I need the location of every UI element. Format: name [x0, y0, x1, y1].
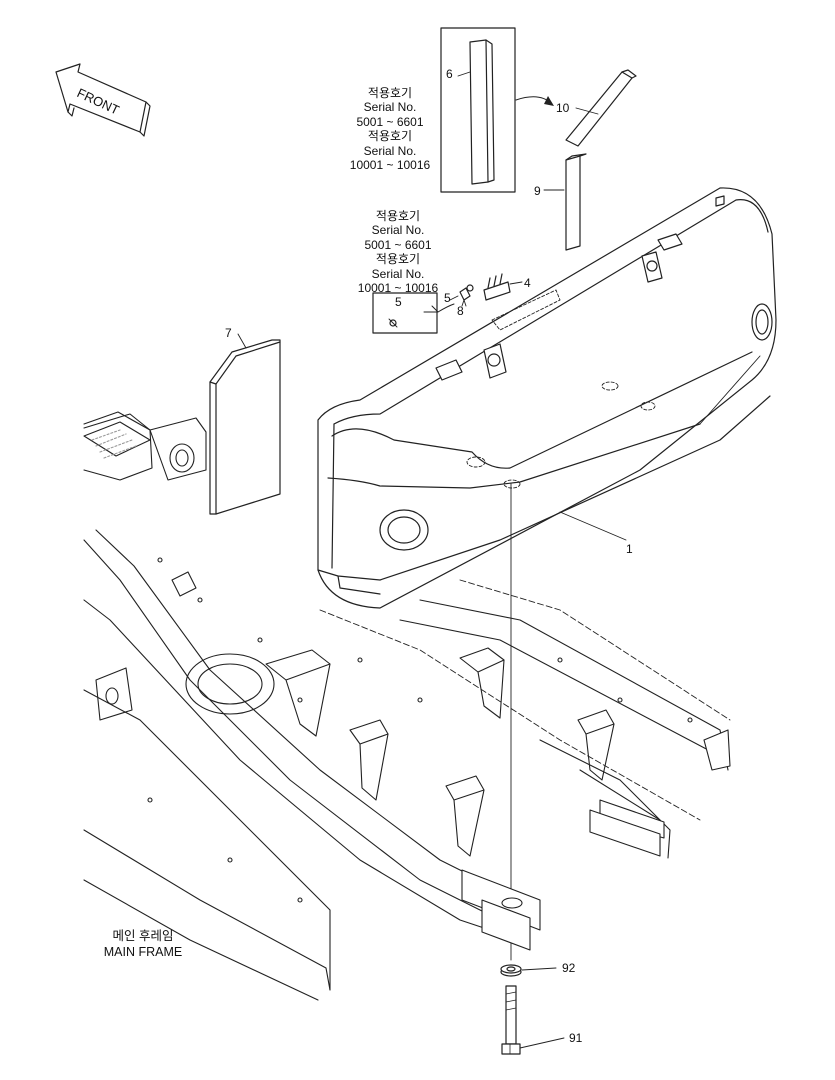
part-4-bracket — [483, 273, 523, 301]
serial-note-top-line4: 적용호기 — [367, 129, 413, 144]
callout-92: 92 — [562, 961, 576, 975]
part-91-bolt — [501, 985, 565, 1055]
main-frame-label-english: MAIN FRAME — [103, 944, 183, 959]
serial-note-top-line2: Serial No. — [363, 100, 417, 115]
main-frame-structure — [83, 411, 731, 1001]
serial-note-top-line6: 10001 ~ 10016 — [349, 157, 431, 172]
part-9-strip — [543, 153, 587, 251]
serial-note-mid-line1: 적용호기 — [375, 209, 421, 223]
part-5-8-bolts — [459, 284, 474, 307]
callout-6: 6 — [446, 67, 453, 81]
serial-note-mid-line6: 10001 ~ 10016 — [357, 280, 439, 295]
callout-91: 91 — [569, 1031, 583, 1045]
callout-4: 4 — [524, 276, 531, 290]
part-6-detail-box — [440, 27, 516, 193]
serial-note-mid-line2: Serial No. — [371, 223, 425, 238]
callout-5: 5 — [444, 291, 451, 305]
part-92-washer — [500, 964, 557, 977]
serial-note-top-line5: Serial No. — [363, 143, 417, 158]
serial-note-top: 적용호기 Serial No. 5001 ~ 6601 적용호기 Serial … — [340, 86, 440, 172]
counterweight-part-1 — [317, 187, 777, 609]
serial-note-mid-line3: 5001 ~ 6601 — [364, 237, 432, 252]
callout-10: 10 — [556, 101, 570, 115]
part-10-strip — [565, 69, 637, 147]
front-direction-arrow-icon: FRONT — [55, 63, 151, 137]
callout-5-box: 5 — [395, 295, 402, 309]
callout-1: 1 — [626, 542, 633, 556]
callout-8: 8 — [457, 304, 464, 318]
serial-note-mid: 적용호기 Serial No. 5001 ~ 6601 적용호기 Serial … — [348, 209, 448, 295]
callout-7: 7 — [225, 326, 232, 340]
serial-note-mid-line5: Serial No. — [371, 266, 425, 281]
main-frame-label: 메인 후레임 MAIN FRAME — [88, 929, 198, 960]
part-5-detail-box — [372, 292, 455, 334]
part-7-plate — [209, 333, 281, 515]
callout-9: 9 — [534, 184, 541, 198]
step-grille — [83, 421, 151, 459]
main-frame-label-korean: 메인 후레임 — [112, 929, 174, 943]
serial-note-top-line3: 5001 ~ 6601 — [356, 114, 424, 129]
serial-note-top-line1: 적용호기 — [367, 86, 413, 100]
serial-note-mid-line4: 적용호기 — [375, 252, 421, 267]
